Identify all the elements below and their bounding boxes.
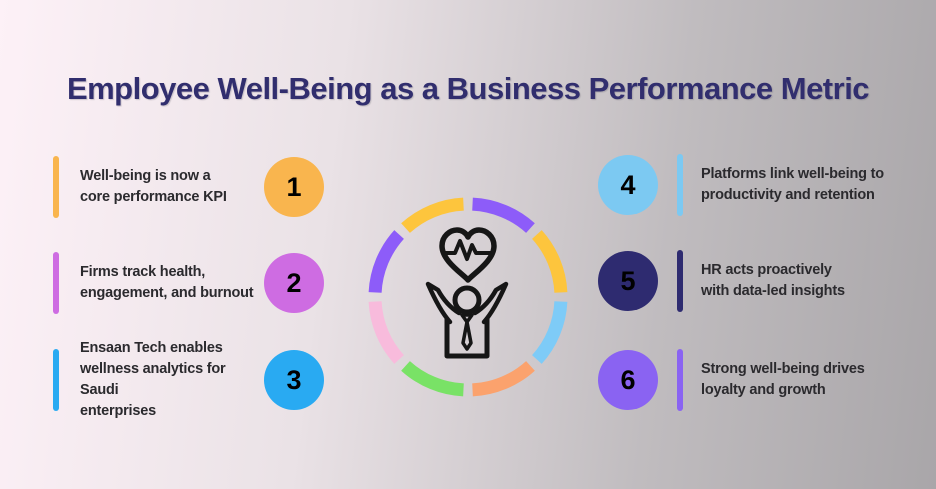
item-number-badge: 1 bbox=[264, 157, 324, 217]
item-row-1: Well-being is now a core performance KPI… bbox=[53, 155, 324, 219]
item-text: Ensaan Tech enables wellness analytics f… bbox=[80, 339, 226, 420]
item-number-badge: 6 bbox=[598, 350, 658, 410]
item-row-2: Firms track health, engagement, and burn… bbox=[53, 251, 324, 315]
ring-segments bbox=[368, 197, 568, 397]
item-accent-bar bbox=[53, 156, 59, 218]
item-text: Firms track health, engagement, and burn… bbox=[80, 263, 254, 301]
ring-segment bbox=[531, 230, 568, 293]
item-number-badge: 5 bbox=[598, 251, 658, 311]
item-row-6: 6 Strong well-being drives loyalty and g… bbox=[598, 348, 865, 412]
ring-segment bbox=[472, 360, 535, 397]
ring-segment bbox=[531, 301, 568, 364]
item-text: Platforms link well-being to productivit… bbox=[701, 165, 884, 203]
ring-segment bbox=[401, 360, 464, 397]
item-accent-bar bbox=[53, 252, 59, 314]
ring-segment bbox=[368, 301, 405, 364]
ring-segment bbox=[401, 197, 464, 234]
item-row-4: 4 Platforms link well-being to productiv… bbox=[598, 153, 884, 217]
item-accent-bar bbox=[677, 349, 683, 411]
item-number-badge: 3 bbox=[264, 350, 324, 410]
person-raised-arms-icon bbox=[425, 281, 509, 359]
item-accent-bar bbox=[677, 154, 683, 216]
item-row-3: Ensaan Tech enables wellness analytics f… bbox=[53, 340, 324, 419]
page-title: Employee Well-Being as a Business Perfor… bbox=[66, 70, 870, 106]
item-number-badge: 4 bbox=[598, 155, 658, 215]
item-text: Well-being is now a core performance KPI bbox=[80, 167, 227, 205]
center-graphic bbox=[368, 197, 568, 397]
heartbeat-heart-icon bbox=[439, 227, 497, 283]
ring-segment bbox=[472, 197, 535, 234]
item-text: HR acts proactively with data-led insigh… bbox=[701, 261, 845, 299]
item-accent-bar bbox=[53, 349, 59, 411]
item-text: Strong well-being drives loyalty and gro… bbox=[701, 360, 865, 398]
item-accent-bar bbox=[677, 250, 683, 312]
item-number-badge: 2 bbox=[264, 253, 324, 313]
ring-segment bbox=[368, 230, 405, 293]
item-row-5: 5 HR acts proactively with data-led insi… bbox=[598, 249, 845, 313]
